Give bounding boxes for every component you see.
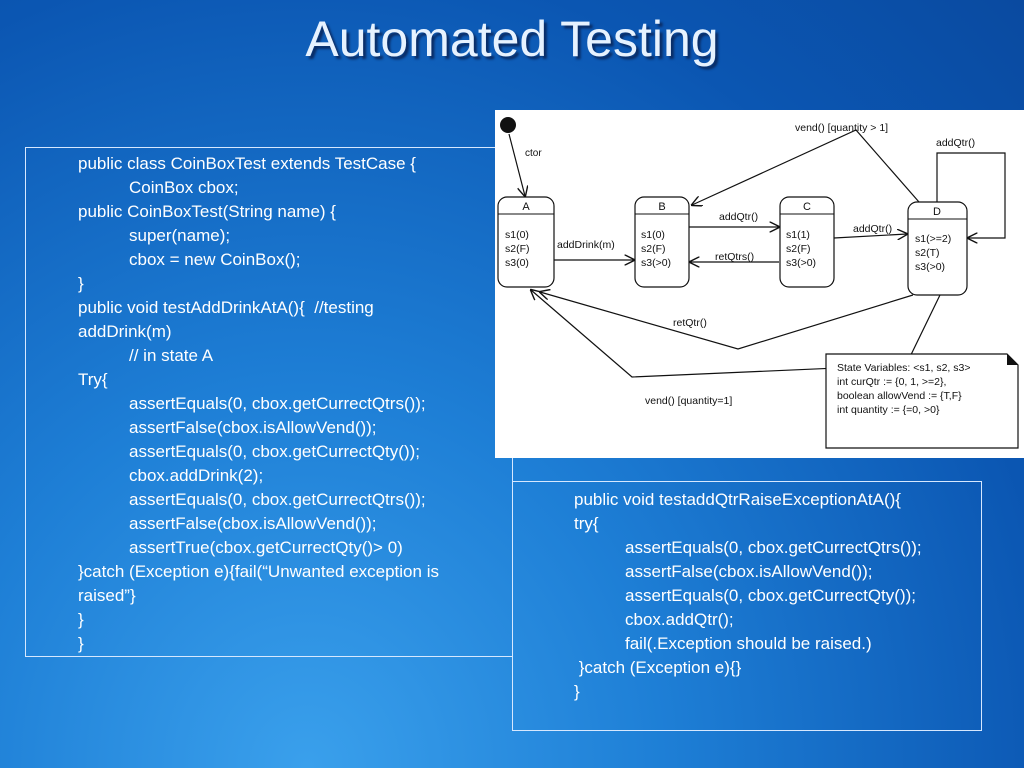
state-c: C s1(1) s2(F) s3(>0) <box>779 196 835 288</box>
code-line: try{ <box>574 514 599 533</box>
code-block-test-add-drink: public class CoinBoxTest extends TestCas… <box>25 147 513 657</box>
transition-d-a-ret-label: retQtr() <box>673 317 707 329</box>
state-b-name: B <box>658 201 665 213</box>
code-line: public void testaddQtrRaiseExceptionAtA(… <box>574 490 901 509</box>
note-line: int curQtr := {0, 1, >=2}, <box>837 376 946 388</box>
transition-d-self-arrow <box>936 152 1006 238</box>
state-c-var: s2(F) <box>786 243 811 255</box>
code-line: fail(.Exception should be raised.) <box>625 634 872 653</box>
state-a-var: s1(0) <box>505 229 529 241</box>
code-line: assertEquals(0, cbox.getCurrectQtrs()); <box>129 394 426 413</box>
ctor-label: ctor <box>525 148 542 159</box>
code-line: } <box>574 682 580 701</box>
code-line: Try{ <box>78 370 108 389</box>
code-line: assertTrue(cbox.getCurrectQty()> 0) <box>129 538 403 557</box>
state-c-var: s1(1) <box>786 229 810 241</box>
code-line: assertEquals(0, cbox.getCurrectQtrs()); <box>625 538 922 557</box>
state-c-name: C <box>803 201 811 213</box>
code-line: assertEquals(0, cbox.getCurrectQty()); <box>129 442 420 461</box>
code-line: assertFalse(cbox.isAllowVend()); <box>129 514 377 533</box>
code-line: // in state A <box>129 346 214 365</box>
state-d-var: s1(>=2) <box>915 233 951 245</box>
state-d: D s1(>=2) s2(T) s3(>0) <box>907 201 968 296</box>
code-line: assertFalse(cbox.isAllowVend()); <box>129 418 377 437</box>
state-a-var: s2(F) <box>505 243 530 255</box>
state-a-name: A <box>522 201 530 213</box>
state-a-var: s3(0) <box>505 257 529 269</box>
code-line: assertEquals(0, cbox.getCurrectQty()); <box>625 586 916 605</box>
note-line: int quantity := {=0, >0} <box>837 404 940 416</box>
code-line: assertFalse(cbox.isAllowVend()); <box>625 562 873 581</box>
transition-a-b-label: addDrink(m) <box>557 239 615 251</box>
state-b: B s1(0) s2(F) s3(>0) <box>634 196 690 288</box>
slide-title: Automated Testing <box>305 11 719 67</box>
code-line: }catch (Exception e){fail(“Unwanted exce… <box>78 562 439 581</box>
code-line: super(name); <box>129 226 231 245</box>
initial-state-dot <box>500 117 516 133</box>
state-b-var: s2(F) <box>641 243 666 255</box>
state-d-var: s2(T) <box>915 247 940 259</box>
code-line: public CoinBoxTest(String name) { <box>78 202 336 221</box>
code-line: public class CoinBoxTest extends TestCas… <box>78 154 416 173</box>
transition-c-d-arrow <box>833 234 907 238</box>
state-c-var: s3(>0) <box>786 257 816 269</box>
transition-d-self-label: addQtr() <box>936 137 975 149</box>
code-line: cbox = new CoinBox(); <box>129 250 301 269</box>
state-d-name: D <box>933 206 941 218</box>
transition-c-d-label: addQtr() <box>853 223 892 235</box>
code-line: assertEquals(0, cbox.getCurrectQtrs()); <box>129 490 426 509</box>
transition-d-b-label: vend() [quantity > 1] <box>795 122 888 134</box>
note-line: boolean allowVend := {T,F} <box>837 390 962 402</box>
state-diagram: ctor A s1(0) s2(F) s3(0) B s1(0) s2(F) s… <box>495 110 1024 458</box>
code-line: }catch (Exception e){} <box>574 658 742 677</box>
code-line: cbox.addDrink(2); <box>129 466 264 485</box>
ctor-arrow <box>508 133 525 196</box>
code-line: } <box>78 610 84 629</box>
code-line: } <box>78 634 84 653</box>
code-line: raised”} <box>78 586 136 605</box>
state-d-var: s3(>0) <box>915 261 945 273</box>
code-line: public void testAddDrinkAtA(){ //testing <box>78 298 374 317</box>
code-line: } <box>78 274 84 293</box>
code-line: addDrink(m) <box>78 322 172 341</box>
state-variables-note: State Variables: <s1, s2, s3> int curQtr… <box>825 353 1019 449</box>
transition-d-a-vend-arrow <box>531 290 941 378</box>
transition-d-a-ret-arrow <box>540 292 914 350</box>
state-a: A s1(0) s2(F) s3(0) <box>497 196 555 288</box>
code-block-test-add-qtr: public void testaddQtrRaiseExceptionAtA(… <box>512 481 982 731</box>
transition-d-a-vend-label: vend() [quantity=1] <box>645 395 732 407</box>
transition-d-b-arrow <box>692 129 920 205</box>
note-line: State Variables: <s1, s2, s3> <box>837 362 970 374</box>
code-line: cbox.addQtr(); <box>625 610 734 629</box>
transition-b-c-label: addQtr() <box>719 211 758 223</box>
transition-c-b-label: retQtrs() <box>715 251 754 263</box>
state-b-var: s1(0) <box>641 229 665 241</box>
state-b-var: s3(>0) <box>641 257 671 269</box>
code-line: CoinBox cbox; <box>129 178 239 197</box>
